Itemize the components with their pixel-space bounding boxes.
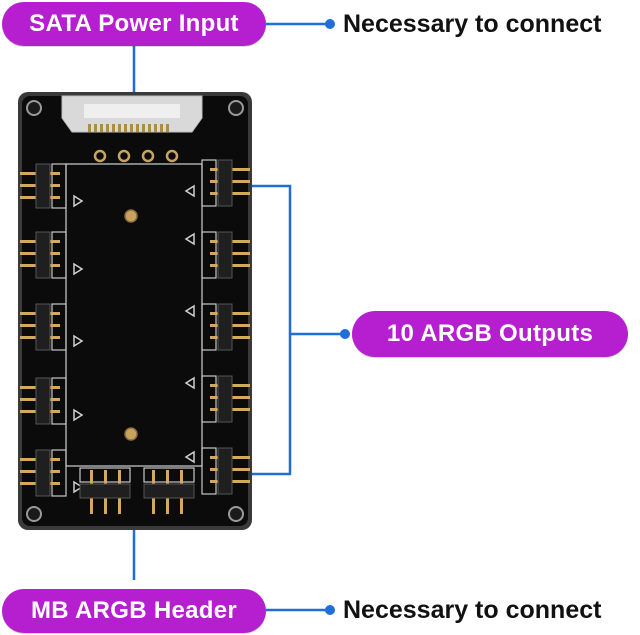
argb-outputs-label: 10 ARGB Outputs — [352, 311, 628, 357]
sata-power-label: SATA Power Input — [2, 2, 266, 46]
outputs-bracket — [240, 184, 292, 476]
sata-connector — [61, 95, 203, 163]
right-headers — [184, 159, 250, 495]
sata-note-dot — [325, 19, 335, 29]
mb-argb-header-label: MB ARGB Header — [2, 589, 266, 633]
mounting-holes — [26, 100, 244, 522]
bottom-headers — [79, 467, 195, 514]
sata-note: Necessary to connect — [343, 10, 602, 38]
mb-note: Necessary to connect — [343, 596, 602, 624]
standoffs — [124, 209, 138, 441]
outputs-dot — [340, 329, 350, 339]
left-headers — [20, 163, 84, 497]
mb-note-dot — [325, 605, 335, 615]
